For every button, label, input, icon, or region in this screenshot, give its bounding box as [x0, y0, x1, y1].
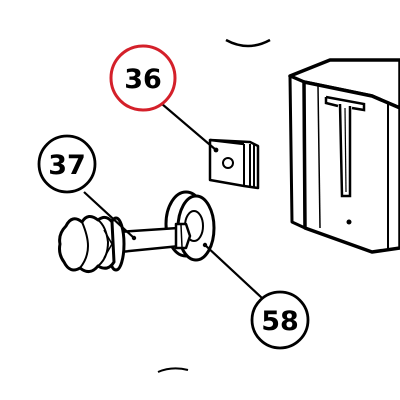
- part-58-washer: [164, 190, 216, 262]
- housing-slot: [324, 95, 366, 198]
- adjacent-part-arc-bottom: [157, 367, 189, 373]
- housing-body: [288, 58, 400, 254]
- leader-line-36: [161, 103, 217, 151]
- callout-37[interactable]: 37: [37, 134, 97, 194]
- leader-line-58: [204, 244, 263, 299]
- callout-58[interactable]: 58: [250, 290, 310, 350]
- callout-36-circle: [109, 44, 177, 112]
- callout-37-circle: [37, 134, 97, 194]
- callout-36[interactable]: 36: [109, 44, 177, 112]
- part-37-knob-shaft: [58, 215, 192, 273]
- callout-36-label: 36: [124, 64, 162, 95]
- callout-58-label: 58: [261, 306, 299, 337]
- callout-37-label: 37: [48, 150, 86, 181]
- adjacent-part-arc-top: [225, 38, 271, 48]
- part-36-square-nut: [208, 138, 260, 190]
- callout-58-circle: [250, 290, 310, 350]
- housing-hole: [346, 219, 352, 225]
- leader-line-37: [83, 191, 135, 239]
- leader-lines: [83, 103, 263, 299]
